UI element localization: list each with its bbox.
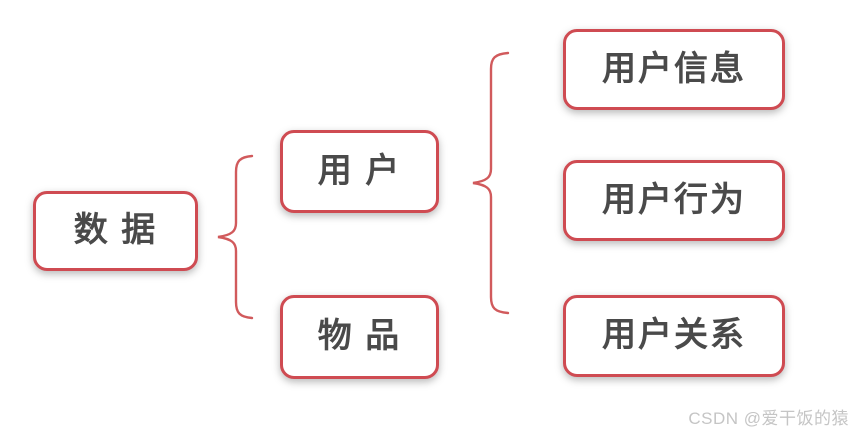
node-user-relation: 用户关系 xyxy=(563,295,785,377)
node-item: 物 品 xyxy=(280,295,439,379)
node-user-behavior: 用户行为 xyxy=(563,160,785,241)
watermark: CSDN @爱干饭的猿 xyxy=(688,409,849,428)
brace-right-icon xyxy=(472,51,510,315)
node-item-label: 物 品 xyxy=(317,317,402,355)
node-user-info-label: 用户信息 xyxy=(602,49,746,88)
node-data: 数 据 xyxy=(33,191,198,271)
node-user-label: 用 户 xyxy=(317,151,402,190)
node-data-label: 数 据 xyxy=(73,211,158,249)
node-user-info: 用户信息 xyxy=(563,29,785,110)
node-user: 用 户 xyxy=(280,130,439,213)
brace-left-icon xyxy=(217,154,254,320)
node-user-behavior-label: 用户行为 xyxy=(602,180,746,219)
node-user-relation-label: 用户关系 xyxy=(602,316,746,354)
